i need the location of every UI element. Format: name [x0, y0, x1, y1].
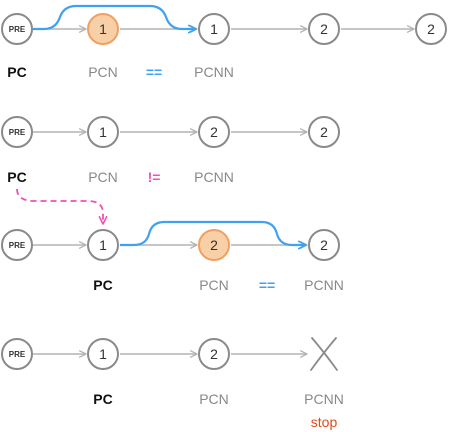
node-label: 2: [210, 346, 218, 362]
list-node: 2: [308, 13, 340, 45]
row-4: PRE 1 2: [1, 337, 338, 371]
pcn-label: PCN: [88, 64, 118, 80]
list-node: 1: [87, 229, 119, 261]
equals-operator: ==: [258, 277, 276, 293]
pre-node: PRE: [1, 338, 33, 370]
list-node: 1: [87, 13, 119, 45]
node-label: 2: [210, 124, 218, 140]
pcnn-label: PCNN: [304, 277, 344, 293]
pc-label: PC: [7, 169, 27, 185]
null-cross-icon: [310, 337, 338, 371]
list-node: 2: [198, 116, 230, 148]
pre-node: PRE: [1, 116, 33, 148]
node-label: 1: [99, 21, 107, 37]
pc-label: PC: [93, 277, 113, 293]
node-label: 2: [210, 237, 218, 253]
node-label: 1: [99, 237, 107, 253]
node-label: 1: [210, 21, 218, 37]
skip-arrow: [33, 4, 197, 34]
list-node: 1: [87, 338, 119, 370]
node-label: PRE: [9, 128, 26, 137]
skip-arrow: [120, 220, 307, 250]
list-node: 2: [198, 229, 230, 261]
list-node: 2: [415, 13, 447, 45]
node-label: PRE: [9, 25, 26, 34]
list-node: 2: [308, 229, 340, 261]
node-label: 2: [427, 21, 435, 37]
node-label: 1: [99, 346, 107, 362]
node-label: PRE: [9, 241, 26, 250]
node-label: 2: [320, 21, 328, 37]
pc-label: PC: [7, 64, 27, 80]
equals-operator: ==: [145, 64, 163, 80]
move-arrow: [16, 188, 108, 225]
pcnn-label: PCNN: [194, 169, 234, 185]
pre-node: PRE: [1, 229, 33, 261]
list-node: 1: [198, 13, 230, 45]
node-label: PRE: [9, 350, 26, 359]
pcnn-label: PCNN: [304, 391, 344, 407]
pcn-label: PCN: [88, 169, 118, 185]
list-node: 2: [198, 338, 230, 370]
node-label: 2: [320, 237, 328, 253]
list-node: 2: [308, 116, 340, 148]
node-label: 1: [99, 124, 107, 140]
pre-node: PRE: [1, 13, 33, 45]
pcn-label: PCN: [199, 391, 229, 407]
pc-label: PC: [93, 391, 113, 407]
stop-label: stop: [310, 414, 338, 430]
pcnn-label: PCNN: [194, 64, 234, 80]
list-node: 1: [87, 116, 119, 148]
row-2: PRE 1 2 2: [1, 116, 340, 148]
row-1: PRE 1 1 2 2: [1, 4, 447, 45]
pcn-label: PCN: [199, 277, 229, 293]
not-equals-operator: !=: [147, 169, 161, 185]
row-3: PRE 1 2 2: [1, 220, 340, 261]
node-label: 2: [320, 124, 328, 140]
